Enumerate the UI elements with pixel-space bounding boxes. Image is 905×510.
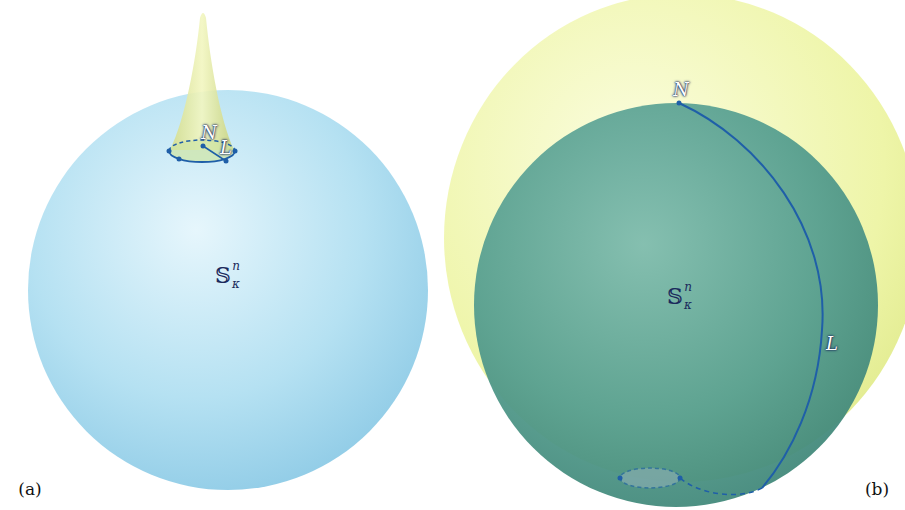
spike (170, 13, 234, 150)
point-label: N (201, 124, 217, 142)
space-symbol: 𝕊 (215, 265, 231, 287)
space-superscript: n (232, 260, 240, 272)
geodesic (679, 103, 823, 488)
panel-label: (a) (18, 481, 41, 498)
point (177, 157, 182, 162)
space-symbol: 𝕊 (667, 286, 683, 308)
point (167, 149, 172, 154)
point-label: L (220, 139, 232, 157)
point (201, 144, 206, 149)
point (678, 476, 683, 481)
sphere (474, 103, 878, 507)
space-subscript: κ (232, 278, 240, 290)
point (224, 159, 229, 164)
space-subscript: κ (684, 299, 692, 311)
point (677, 101, 682, 106)
point-label: N (673, 81, 689, 99)
cap (620, 468, 680, 488)
point (233, 149, 238, 154)
sphere (28, 90, 428, 490)
geodesic (680, 478, 762, 495)
panel-label: (b) (865, 481, 889, 498)
space-superscript: n (684, 281, 692, 293)
point (618, 476, 623, 481)
point-label: L (826, 335, 838, 353)
